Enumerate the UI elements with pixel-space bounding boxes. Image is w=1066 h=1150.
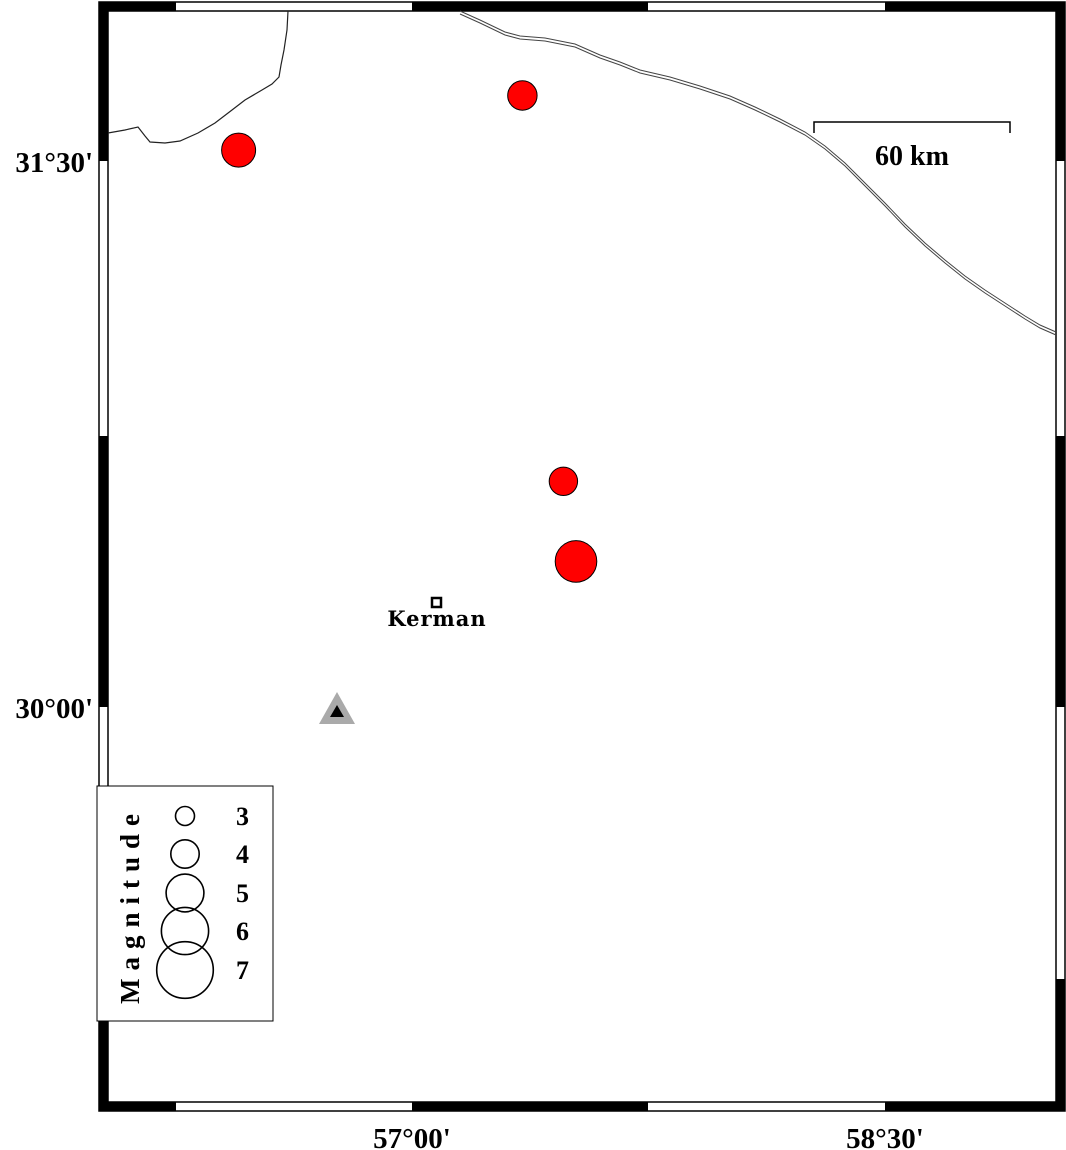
lon-label-58-30: 58°30' <box>846 1123 924 1150</box>
station-inner-triangle <box>330 705 344 717</box>
legend-label-6: 6 <box>236 917 249 946</box>
lat-label-31-30: 31°30' <box>15 147 93 179</box>
legend-label-5: 5 <box>236 879 249 908</box>
magnitude-legend: Magnitude 3 4 5 6 7 <box>96 785 274 1022</box>
earthquake-event-3 <box>548 466 579 496</box>
legend-label-4: 4 <box>236 840 249 869</box>
lat-label-30-00: 30°00' <box>15 693 93 725</box>
earthquake-event-4 <box>554 540 598 583</box>
scale-bar-label: 60 km <box>875 141 949 172</box>
events-layer <box>221 80 598 583</box>
legend-circle-5 <box>165 873 205 913</box>
city-kerman: Kerman <box>387 596 486 631</box>
city-label: Kerman <box>387 606 486 631</box>
triangle-station-icon <box>319 692 355 724</box>
legend-circle-4 <box>170 838 201 869</box>
legend-circle-3 <box>174 805 196 827</box>
legend-title: Magnitude <box>115 806 145 1004</box>
frame-ticks <box>99 2 1065 1111</box>
city-marker-square <box>430 596 443 609</box>
legend-circle-6 <box>160 906 210 956</box>
boundary-line-north-east-b <box>459 13 1057 336</box>
legend-label-7: 7 <box>236 956 249 985</box>
boundary-line-west <box>107 10 289 144</box>
boundary-line-north-east-a <box>459 10 1057 333</box>
earthquake-event-1 <box>221 132 257 168</box>
earthquake-event-2 <box>507 80 538 111</box>
legend-circle-7 <box>155 940 215 1000</box>
legend-items: 3 4 5 6 7 <box>155 802 249 1000</box>
scale-bar-line <box>813 121 1011 133</box>
legend-label-3: 3 <box>236 802 249 831</box>
lon-label-57-00: 57°00' <box>373 1123 451 1150</box>
scale-bar: 60 km <box>813 121 1011 172</box>
